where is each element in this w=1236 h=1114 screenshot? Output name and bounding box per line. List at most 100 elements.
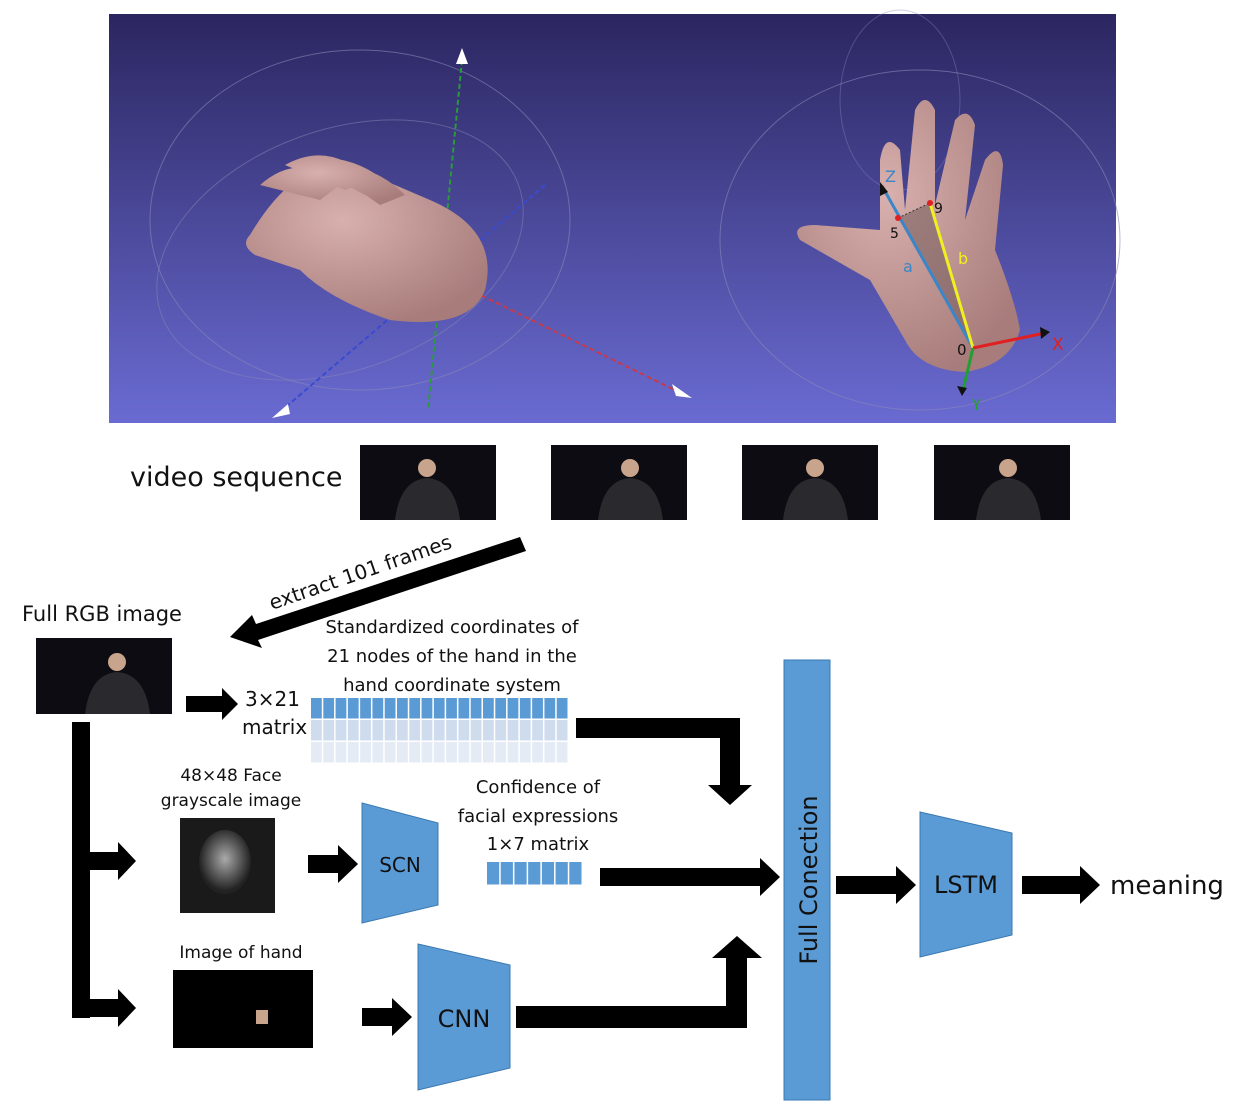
matrix-cell <box>311 720 322 741</box>
matrix-cell <box>347 698 359 719</box>
matrix-cell <box>433 720 445 741</box>
matrix-cell <box>495 698 507 719</box>
matrix-cell <box>421 742 433 763</box>
matrix-cell <box>323 720 335 741</box>
matrix-cell <box>495 742 507 763</box>
full-connection-block: Full Conection <box>783 659 831 1101</box>
matrix-cell <box>495 720 507 741</box>
matrix-cell <box>360 742 371 763</box>
matrix-cell <box>556 720 568 741</box>
matrix-cell <box>433 742 445 763</box>
node-label-0: 0 <box>957 341 967 359</box>
hand-coordinate-matrix <box>311 698 568 763</box>
matrix-cell <box>507 720 519 741</box>
matrix-word-label: matrix <box>242 715 307 739</box>
matrix-cell <box>335 698 347 719</box>
matrix-cell <box>528 862 541 885</box>
video-sequence-label: video sequence <box>130 462 342 493</box>
matrix-cell <box>311 698 322 719</box>
matrix-cell <box>458 742 470 763</box>
matrix-cell <box>544 698 556 719</box>
scn-label: SCN <box>379 853 421 877</box>
face-label-1: 48×48 Face <box>180 766 281 786</box>
matrix-cell <box>519 742 531 763</box>
cnn-to-fc-arrow <box>516 936 762 1028</box>
matrix-cell <box>514 862 527 885</box>
lstm-to-output-arrow <box>1022 866 1100 904</box>
lstm-block: LSTM <box>919 811 1013 958</box>
matrix-cell <box>500 862 513 885</box>
matrix-cell <box>421 698 433 719</box>
matrix-cell <box>458 698 470 719</box>
matrix-cell <box>470 742 482 763</box>
matrix-cell <box>384 698 396 719</box>
matrix-cell <box>532 720 543 741</box>
face-to-scn-arrow <box>308 845 358 883</box>
matrix-cell <box>323 698 335 719</box>
matrix-cell <box>372 742 384 763</box>
hand-coords-caption-3: hand coordinate system <box>343 675 561 696</box>
expressions-to-fc-arrow <box>600 858 780 896</box>
matrix-cell <box>397 720 408 741</box>
cnn-block: CNN <box>417 943 511 1091</box>
matrix-cell <box>507 742 519 763</box>
matrix-cell <box>360 720 371 741</box>
matrix-cell <box>544 720 556 741</box>
video-frame <box>934 445 1070 520</box>
matrix-cell <box>384 720 396 741</box>
matrix-cell <box>335 720 347 741</box>
video-frame <box>742 445 878 520</box>
matrix-cell <box>372 720 384 741</box>
matrix-cell <box>555 862 568 885</box>
matrix-cell <box>433 698 445 719</box>
matrix-cell <box>347 720 359 741</box>
matrix-cell <box>532 742 543 763</box>
hand-image-label: Image of hand <box>179 943 302 963</box>
matrix-cell <box>519 720 531 741</box>
vector-label-b: b <box>958 249 968 268</box>
matrix-size-label: 3×21 <box>245 687 300 711</box>
fc-to-lstm-arrow <box>836 866 916 904</box>
matrix-cell <box>347 742 359 763</box>
full-connection-label: Full Conection <box>795 795 823 964</box>
face-label-2: grayscale image <box>161 791 301 811</box>
matrix-cell <box>532 698 543 719</box>
branch-arrows <box>72 688 238 1027</box>
matrix-cell <box>470 698 482 719</box>
node-label-9: 9 <box>934 201 943 217</box>
hand-coords-caption-1: Standardized coordinates of <box>325 617 579 638</box>
axis-label-x: X <box>1052 335 1064 355</box>
hand-model-right: Z X Y 0 5 9 a b <box>719 9 1121 414</box>
matrix-cell <box>556 742 568 763</box>
lstm-label: LSTM <box>934 871 998 899</box>
matrix-cell <box>446 720 457 741</box>
face-grayscale-image <box>180 818 275 913</box>
hand-to-cnn-arrow <box>362 998 412 1036</box>
matrix-cell <box>458 720 470 741</box>
extract-arrow <box>230 537 526 648</box>
expressions-caption-1: Confidence of <box>476 777 601 798</box>
matrix-cell <box>483 742 494 763</box>
matrix-cell <box>409 698 421 719</box>
matrix-cell <box>335 742 347 763</box>
matrix-cell <box>446 698 457 719</box>
video-frame <box>551 445 687 520</box>
matrix-cell <box>483 720 494 741</box>
cnn-label: CNN <box>438 1005 491 1033</box>
matrix-cell <box>311 742 322 763</box>
axis-label-z: Z <box>885 167 896 186</box>
matrix-cell <box>569 862 582 885</box>
matrix-cell <box>507 698 519 719</box>
matrix-cell <box>446 742 457 763</box>
full-rgb-image <box>36 638 172 714</box>
matrix-cell <box>519 698 531 719</box>
matrix-cell <box>409 720 421 741</box>
video-frame <box>360 445 496 520</box>
matrix-cell <box>397 742 408 763</box>
hand-model-left <box>149 48 692 418</box>
matrix-cell <box>372 698 384 719</box>
output-meaning-label: meaning <box>1110 871 1224 901</box>
matrix-to-fc-arrow <box>576 718 752 805</box>
matrix-cell <box>556 698 568 719</box>
